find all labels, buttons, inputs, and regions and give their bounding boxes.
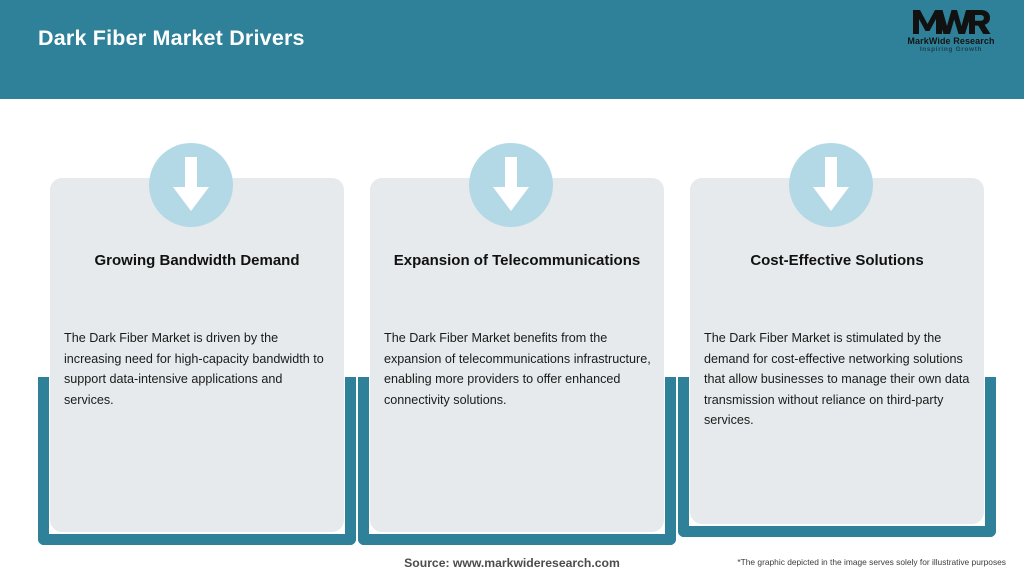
driver-card-title-1: Growing Bandwidth Demand	[94, 252, 300, 269]
driver-card-title-3: Cost-Effective Solutions	[750, 252, 924, 269]
driver-card-1[interactable]: Growing Bandwidth Demand The Dark Fiber …	[50, 178, 344, 532]
arrow-down-icon	[149, 143, 233, 227]
page-title: Dark Fiber Market Drivers	[38, 26, 305, 50]
driver-card-group-3: Cost-Effective Solutions The Dark Fiber …	[678, 0, 996, 576]
driver-card-group-2: Expansion of Telecommunications The Dark…	[358, 0, 676, 576]
card-frame-accent-1	[38, 377, 356, 545]
driver-card-body-1: The Dark Fiber Market is driven by the i…	[64, 331, 324, 407]
driver-card-group-1: Growing Bandwidth Demand The Dark Fiber …	[38, 0, 356, 576]
mwr-monogram-icon	[913, 10, 991, 34]
brand-tagline: Inspiring Growth	[919, 46, 983, 53]
driver-card-3[interactable]: Cost-Effective Solutions The Dark Fiber …	[690, 178, 984, 524]
brand-name: MarkWide Research	[907, 36, 995, 46]
arrow-down-icon	[469, 143, 553, 227]
header-bar: Dark Fiber Market Drivers MarkWide Resea…	[0, 0, 1024, 99]
card-frame-accent-3	[678, 377, 996, 537]
source-label: Source: www.markwideresearch.com	[404, 556, 620, 570]
arrow-down-icon	[789, 143, 873, 227]
driver-card-2[interactable]: Expansion of Telecommunications The Dark…	[370, 178, 664, 532]
driver-card-body-2: The Dark Fiber Market benefits from the …	[384, 331, 651, 407]
brand-logo: MarkWide Research Inspiring Growth	[892, 8, 1010, 60]
card-frame-accent-2	[358, 377, 676, 545]
disclaimer-note: *The graphic depicted in the image serve…	[737, 557, 1006, 567]
driver-card-title-2: Expansion of Telecommunications	[393, 252, 641, 269]
driver-card-body-3: The Dark Fiber Market is stimulated by t…	[704, 331, 970, 427]
